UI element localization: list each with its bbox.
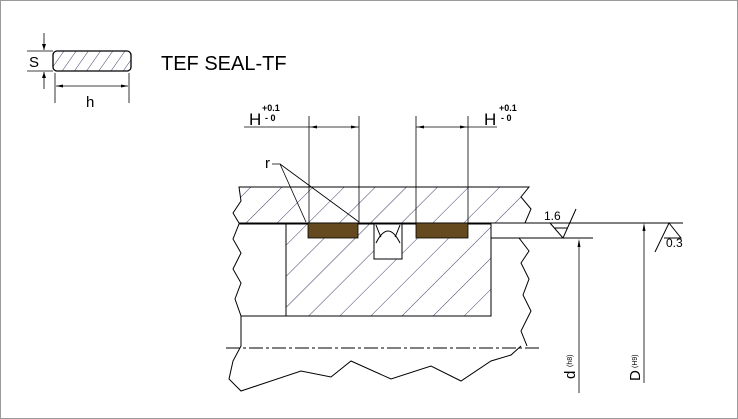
bore-diameter-label: D (627, 370, 644, 381)
tolerance-lower-left: - 0 (265, 113, 276, 123)
seal-strip-right (415, 222, 469, 239)
bore-tolerance: (H9) (632, 354, 639, 368)
tolerance-upper-right: +0.1 (499, 103, 517, 113)
o-ring-groove (373, 223, 403, 260)
shaft-diameter-label: d (562, 371, 579, 379)
tolerance-upper-left: +0.1 (262, 103, 280, 113)
seal-strip-left (307, 222, 359, 239)
tolerance-lower-right: - 0 (501, 113, 512, 123)
thickness-label: S (29, 54, 39, 71)
roughness-value-bore: 0.3 (666, 236, 683, 250)
roughness-symbol-shaft (549, 208, 577, 239)
radius-leader (272, 163, 360, 223)
roughness-value-shaft: 1.6 (544, 209, 561, 223)
seal-profile-icon (27, 33, 132, 103)
housing-section (232, 186, 532, 224)
width-label: h (86, 94, 94, 111)
groove-width-label-left: H (249, 110, 261, 129)
page-title: TEF SEAL-TF (161, 53, 287, 75)
groove-width-dimensions (244, 116, 497, 223)
piston-outline (228, 223, 532, 392)
roughness-symbol-bore (654, 222, 683, 253)
groove-width-label-right: H (484, 110, 496, 129)
radius-label: r (265, 155, 270, 172)
shaft-tolerance: (h8) (567, 355, 574, 367)
